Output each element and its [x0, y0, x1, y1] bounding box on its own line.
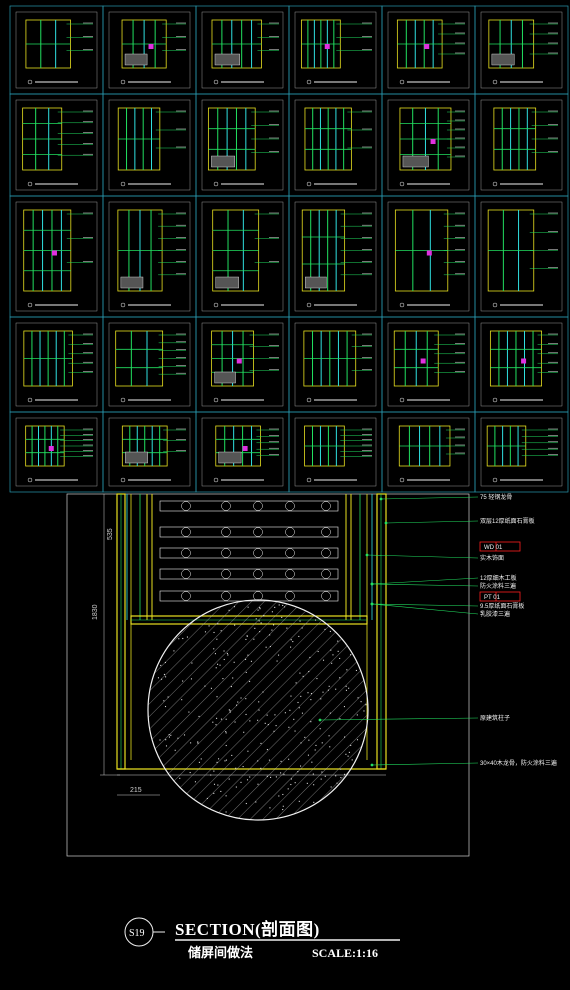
detail-thumbnail [102, 411, 197, 493]
detail-thumbnail [195, 195, 290, 318]
detail-thumbnail [9, 195, 104, 318]
detail-thumbnail [474, 5, 569, 95]
detail-thumbnail [474, 316, 569, 413]
detail-thumbnail [288, 411, 383, 493]
detail-thumbnail [381, 5, 476, 95]
detail-thumbnail-grid [9, 5, 569, 493]
dim-upper: 535 [107, 528, 114, 540]
material-tag: WD 01 [484, 545, 503, 551]
detail-thumbnail [195, 5, 290, 95]
building-column [147, 599, 369, 821]
detail-thumbnail [102, 5, 197, 95]
annotation-text: 75 轻钢龙骨 [480, 493, 512, 501]
detail-thumbnail [9, 5, 104, 95]
detail-thumbnail [474, 195, 569, 318]
detail-thumbnail [474, 411, 569, 493]
section-frame [66, 493, 470, 857]
drawing-code: S19 [129, 928, 145, 939]
annotation-text: 12厚细木工板 [480, 574, 517, 582]
detail-thumbnail [9, 93, 104, 197]
detail-thumbnail [381, 93, 476, 197]
sheet-scale: SCALE:1:16 [312, 946, 378, 960]
material-tag-box [479, 591, 521, 602]
sheet-title: SECTION(剖面图) [175, 919, 320, 939]
shelf-board [159, 590, 339, 602]
material-tag: PT 01 [484, 595, 501, 601]
detail-thumbnail [288, 93, 383, 197]
annotation-text: 双层12厚纸面石膏板 [480, 517, 535, 525]
annotation-text: 防火涂料三遍 [480, 582, 516, 590]
detail-thumbnail [195, 93, 290, 197]
detail-thumbnail [102, 195, 197, 318]
detail-thumbnail [474, 93, 569, 197]
detail-thumbnail [381, 411, 476, 493]
annotation-text: 乳胶漆三遍 [480, 610, 510, 618]
material-tag-box [479, 541, 521, 552]
shelf-boards [159, 500, 339, 602]
detail-thumbnail [195, 411, 290, 493]
shelf-board [159, 500, 339, 512]
detail-thumbnail [381, 195, 476, 318]
detail-thumbnail [288, 195, 383, 318]
shelf-board [159, 568, 339, 580]
detail-thumbnail [102, 316, 197, 413]
title-block: S19 SECTION(剖面图) 储屏间做法 SCALE:1:16 [124, 917, 400, 960]
right-wall [376, 493, 387, 770]
detail-thumbnail [381, 316, 476, 413]
detail-thumbnail [9, 411, 104, 493]
shelf-board [159, 547, 339, 559]
annotation-text: 9.5厚纸面石膏板 [480, 602, 524, 610]
annotation-text: 原建筑柱子 [480, 714, 510, 722]
dim-width: 215 [130, 787, 142, 794]
detail-thumbnail [288, 5, 383, 95]
detail-thumbnail [288, 316, 383, 413]
dim-height: 1830 [92, 604, 99, 620]
detail-thumbnail [195, 316, 290, 413]
annotation-text: 实木饰面 [480, 554, 504, 562]
annotation-text: 30×40木龙骨，防火涂料三遍 [480, 759, 557, 767]
detail-thumbnail [102, 93, 197, 197]
column-speckle [157, 604, 367, 813]
sheet-subtitle: 储屏间做法 [187, 945, 253, 960]
shelf-board [159, 526, 339, 538]
detail-thumbnail [9, 316, 104, 413]
annotation-leaders [318, 496, 479, 767]
